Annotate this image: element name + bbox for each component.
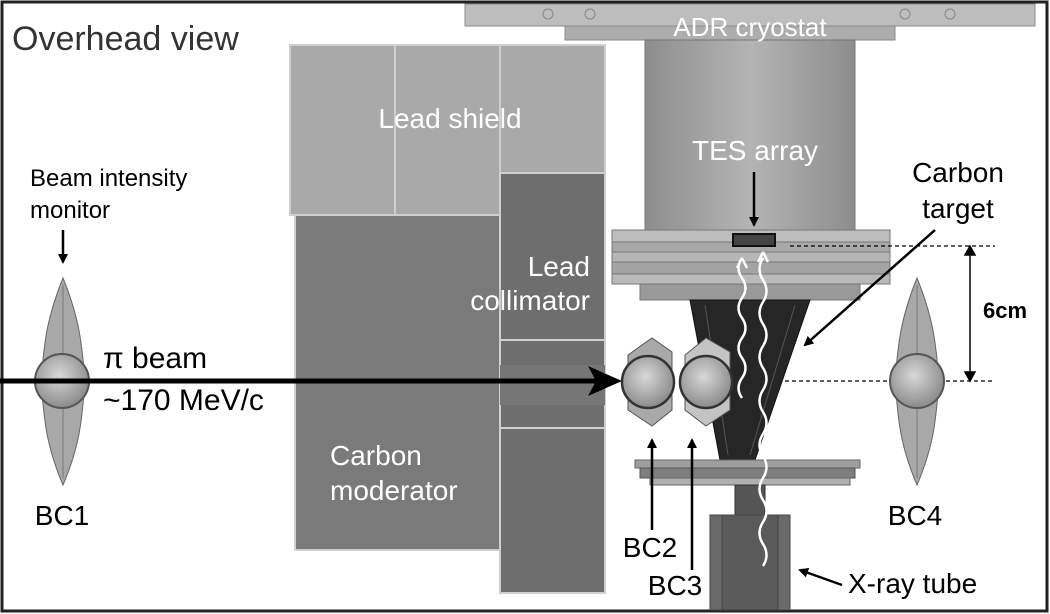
adr-cryostat-label: ADR cryostat (673, 12, 827, 42)
beam-monitor-label-line2: monitor (30, 197, 110, 224)
adr-cryostat (464, 3, 1036, 301)
bc3-label: BC3 (648, 570, 702, 601)
lead-shield-label: Lead shield (378, 103, 521, 134)
carbon-target-pointer-arrow (803, 229, 936, 347)
pi-beam-label: π beam (103, 342, 207, 375)
carbon-target-label-line1: Carbon (912, 157, 1004, 188)
bottom-stage (634, 459, 861, 611)
carbon-target-label-line2: target (922, 193, 994, 224)
xray-wavy-lines (735, 251, 770, 567)
tes-array-label: TES array (692, 135, 818, 166)
bc1-label: BC1 (35, 500, 89, 531)
bc3-counter (678, 337, 734, 427)
momentum-label: ~170 MeV/c (103, 384, 264, 417)
carbon-moderator-label-line2: moderator (330, 475, 458, 506)
carbon-moderator-label-line1: Carbon (330, 440, 422, 471)
bc2-counter (620, 337, 676, 427)
xray-pointer-arrow (798, 567, 843, 587)
distance-label: 6cm (983, 298, 1027, 323)
pointer-arrows (58, 172, 936, 587)
bc2-label: BC2 (623, 532, 677, 563)
pi-beam-arrowhead (588, 366, 622, 396)
bc4-label: BC4 (888, 500, 942, 531)
tes-array (732, 233, 776, 247)
xray-tube-label: X-ray tube (848, 568, 977, 599)
distance-arrow (963, 244, 977, 383)
lead-collimator-label-line2: collimator (470, 285, 590, 316)
lead-collimator-label-line1: Lead (528, 251, 590, 282)
title: Overhead view (12, 20, 239, 58)
bc4-counter (889, 276, 945, 487)
beam-monitor-label-line1: Beam intensity (30, 165, 187, 192)
